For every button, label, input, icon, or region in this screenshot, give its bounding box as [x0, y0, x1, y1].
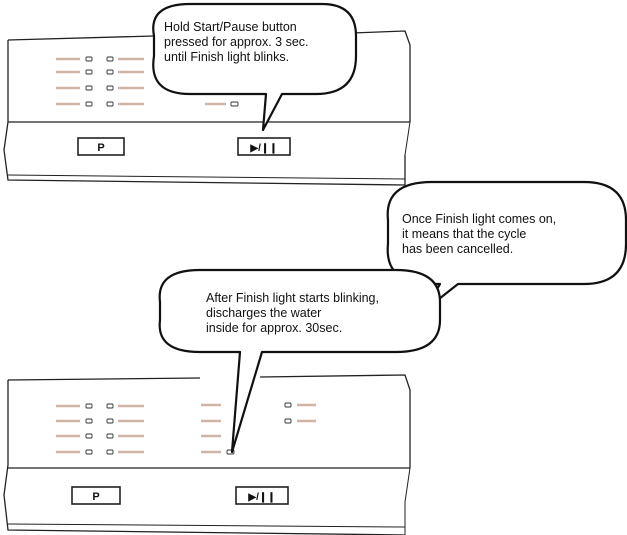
callout-discharge-bubble — [158, 268, 442, 454]
program-button-bottom[interactable]: P — [71, 486, 121, 505]
callout-hold-start-bubble — [152, 2, 358, 132]
finish-light-top — [230, 101, 239, 107]
start-pause-button-label: ▶/❙❙ — [249, 143, 277, 154]
start-pause-button-label: ▶/❙❙ — [247, 492, 275, 503]
indicator-lights-bottom — [56, 402, 316, 455]
start-pause-button-top[interactable]: ▶/❙❙ — [237, 137, 291, 156]
program-button-top[interactable]: P — [77, 137, 125, 156]
control-panel-bottom: P ▶/❙❙ — [3, 374, 411, 535]
callout-discharge-text: After Finish light starts blinking, disc… — [206, 291, 379, 335]
callout-cancelled-text: Once Finish light comes on, it means tha… — [402, 212, 557, 256]
callout-hold-start-text: Hold Start/Pause button pressed for appr… — [164, 20, 309, 64]
control-panel-top: P ▶/❙❙ — [3, 30, 411, 186]
program-button-label: P — [92, 491, 99, 503]
start-pause-button-bottom[interactable]: ▶/❙❙ — [235, 486, 289, 505]
indicator-lights-top — [56, 56, 239, 107]
program-button-label: P — [97, 142, 104, 154]
